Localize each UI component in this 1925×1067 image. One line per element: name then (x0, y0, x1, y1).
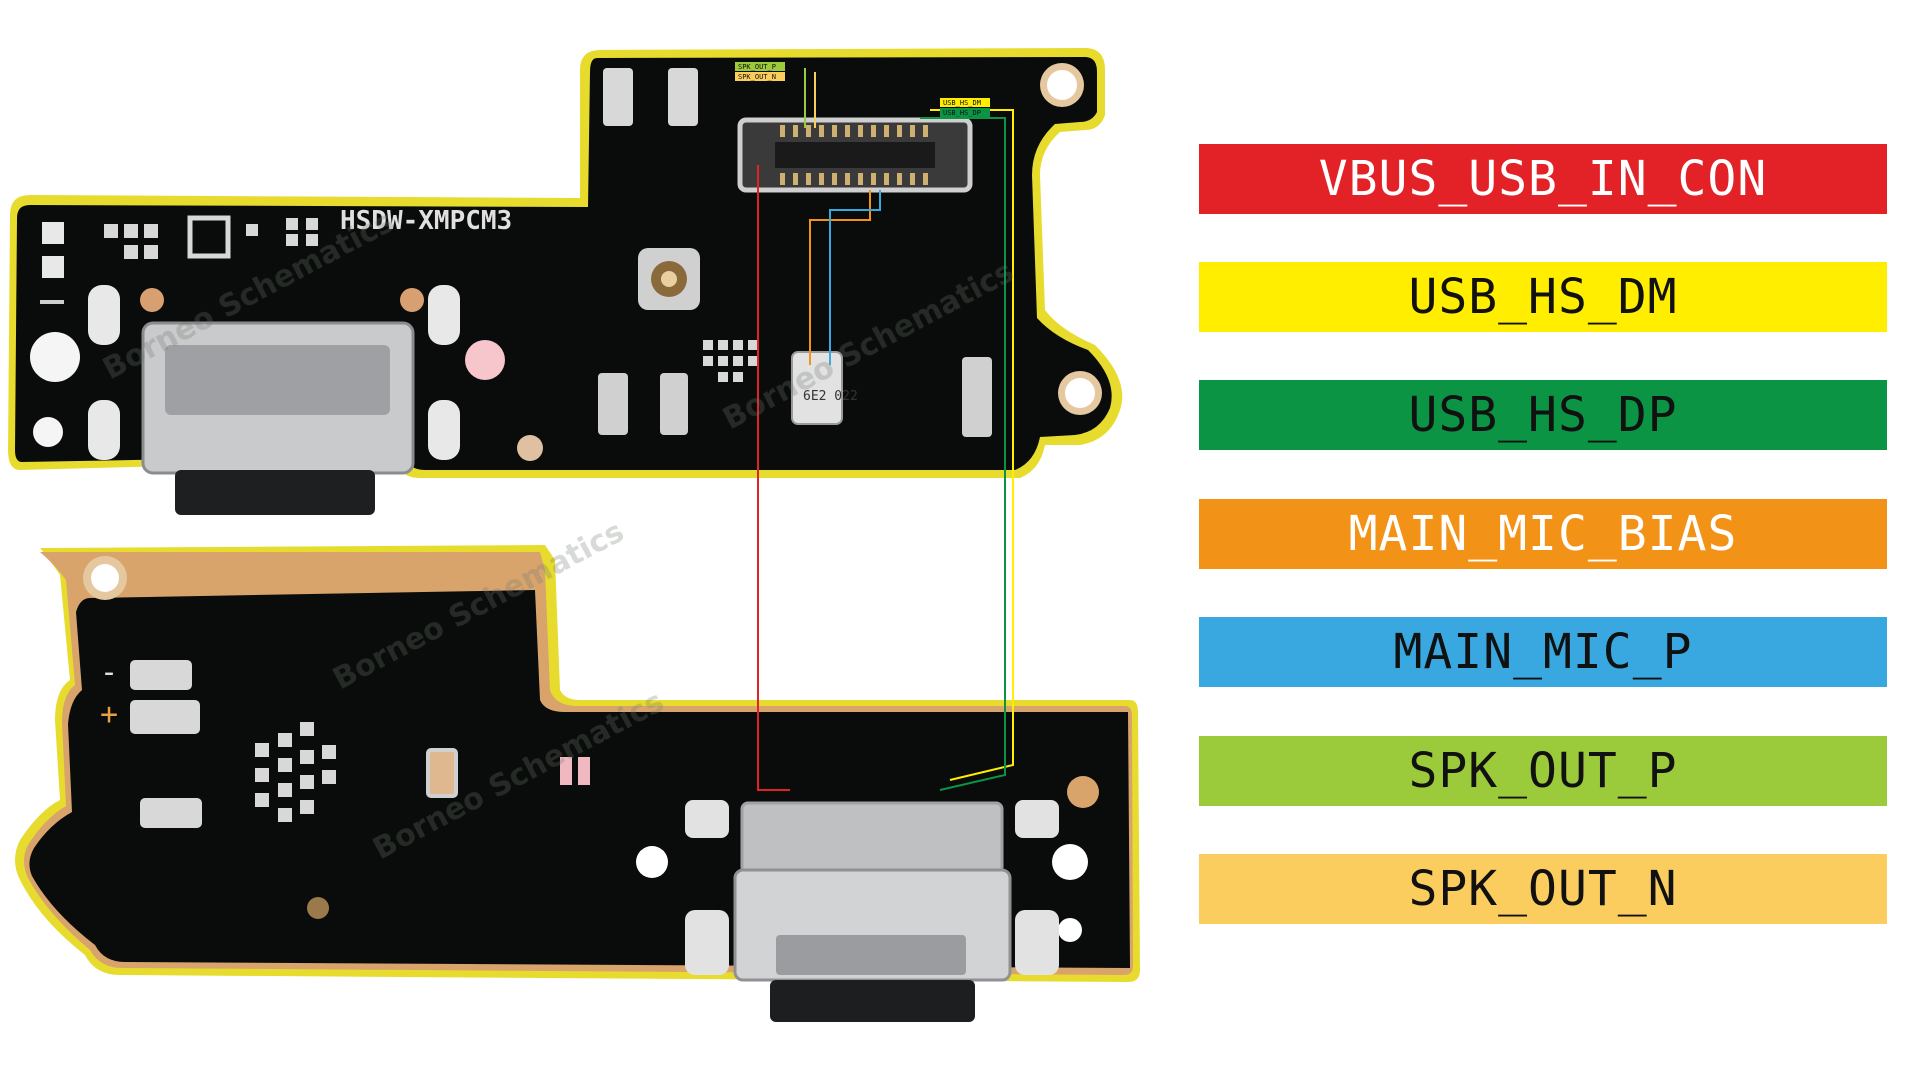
smd-pad (306, 234, 318, 246)
passive-array (255, 722, 336, 822)
shield-lug (685, 910, 729, 975)
trace-main-mic-p (829, 190, 881, 365)
mount-hole (33, 417, 63, 447)
usb-c-pins (175, 470, 375, 515)
net-tag-bg (940, 108, 990, 117)
board-diagram: HSDW-XMPCM3 6E2 022 (8, 48, 1140, 1022)
smd-pad (306, 218, 318, 230)
mount-hole (465, 340, 505, 380)
spring-contact (140, 798, 202, 828)
spring-contact (598, 373, 628, 435)
mount-hole (636, 846, 668, 878)
usb-c-receptacle (740, 801, 1004, 875)
net-tag-bg (940, 98, 990, 107)
net-tag: USB_HS_DP (943, 109, 981, 117)
legend-label: USB_HS_DP (1408, 387, 1678, 443)
silkscreen-label: HSDW-XMPCM3 (340, 206, 512, 236)
net-tag: SPK_OUT_N (738, 73, 776, 81)
battery-contact (130, 660, 192, 690)
spring-contact (660, 373, 688, 435)
via-pad (307, 897, 329, 919)
legend-label: SPK_OUT_N (1408, 861, 1678, 917)
shield-lug (1015, 910, 1059, 975)
net-tags: SPK_OUT_P SPK_OUT_N USB_HS_DM USB_HS_DP (735, 62, 990, 117)
spring-contact (962, 357, 992, 437)
net-tag: USB_HS_DM (943, 99, 981, 107)
microphone-marking: 6E2 022 (803, 389, 858, 404)
passive-array (703, 340, 758, 382)
shield-lug (428, 400, 460, 460)
smd-pad (286, 234, 298, 246)
board-diagram-svg: HSDW-XMPCM3 6E2 022 (8, 48, 1140, 1022)
microphone (791, 351, 843, 425)
legend-label: USB_HS_DM (1408, 269, 1678, 325)
legend-item-usb-hs-dp: USB_HS_DP (1199, 380, 1887, 450)
battery-contact (130, 700, 200, 734)
via-pad (140, 288, 164, 312)
polarity-minus: - (100, 655, 118, 690)
mount-hole (1047, 70, 1077, 100)
usb-c-pins-bottom (770, 980, 975, 1022)
trace-usb-hs-dp (920, 117, 1006, 791)
smd-pad (578, 757, 590, 785)
net-tag-bg (735, 72, 785, 81)
legend-label: SPK_OUT_P (1408, 743, 1678, 799)
capacitor (426, 748, 458, 798)
smd-pad (144, 245, 158, 259)
legend-item-usb-hs-dm: USB_HS_DM (1199, 262, 1887, 332)
spring-contact (668, 68, 698, 126)
smd-pad (42, 222, 64, 244)
mount-hole (1058, 918, 1082, 942)
bottom-board: - + (15, 545, 1140, 1022)
shield-lug (1015, 800, 1059, 838)
legend-label: MAIN_MIC_BIAS (1348, 506, 1738, 562)
polarity-plus: + (100, 697, 118, 732)
shield-lug (88, 400, 120, 460)
polarity-mark (40, 300, 64, 304)
ic-frame (187, 215, 231, 259)
legend-item-main-mic-bias: MAIN_MIC_BIAS (1199, 499, 1887, 569)
legend-item-spk-out-n: SPK_OUT_N (1199, 854, 1887, 924)
net-tag: SPK_OUT_P (738, 63, 776, 71)
usb-c-cavity (776, 935, 966, 975)
btb-connector-pins (780, 125, 928, 185)
legend-item-spk-out-p: SPK_OUT_P (1199, 736, 1887, 806)
smd-pad (246, 224, 258, 236)
smd-pad (286, 218, 298, 230)
smd-pad (42, 256, 64, 278)
usb-c-shell (165, 345, 390, 415)
legend-item-vbus-usb-in-con: VBUS_USB_IN_CON (1199, 144, 1887, 214)
test-pad (517, 435, 543, 461)
btb-connector-body (775, 142, 935, 168)
legend-label: MAIN_MIC_P (1393, 624, 1693, 680)
spring-contact (603, 68, 633, 126)
net-tag-bg (735, 62, 785, 71)
shield-lug (428, 285, 460, 345)
net-traces (757, 68, 1014, 791)
smd-pad (104, 224, 118, 238)
smd-pad (144, 224, 158, 238)
smd-pad (124, 224, 138, 238)
legend-item-main-mic-p: MAIN_MIC_P (1199, 617, 1887, 687)
smd-pad (124, 245, 138, 259)
trace-main-mic-bias (809, 190, 871, 365)
trace-vbus (757, 165, 790, 791)
mount-hole (1065, 378, 1095, 408)
via-pad (400, 288, 424, 312)
top-board: HSDW-XMPCM3 6E2 022 (8, 48, 1123, 515)
smd-pad (560, 757, 572, 785)
test-pad (1067, 776, 1099, 808)
mount-hole (1052, 844, 1088, 880)
rf-connector-pin (661, 271, 677, 287)
shield-lug (685, 800, 729, 838)
mount-hole (91, 564, 119, 592)
mount-hole (30, 332, 80, 382)
shield-lug (88, 285, 120, 345)
legend-label: VBUS_USB_IN_CON (1318, 151, 1768, 207)
